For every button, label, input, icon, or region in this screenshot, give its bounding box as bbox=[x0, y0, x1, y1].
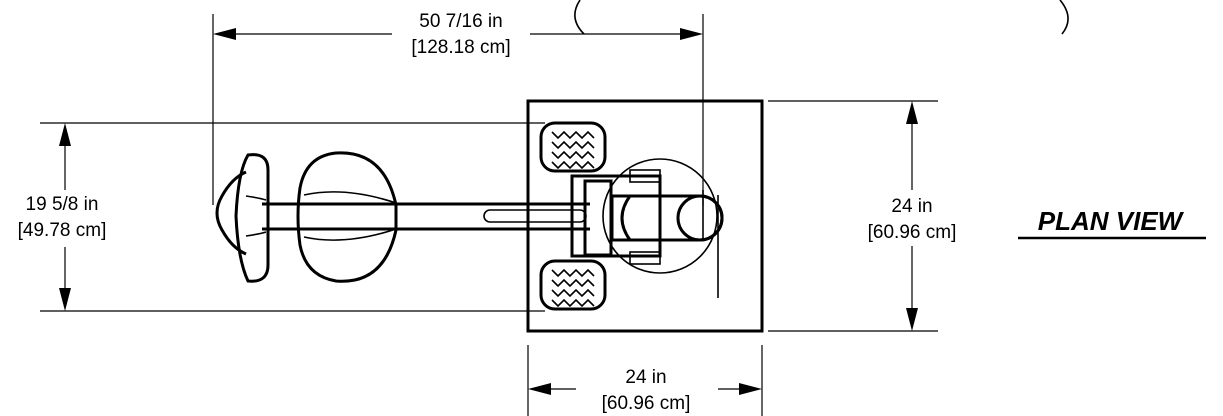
rail-beam bbox=[262, 202, 590, 231]
base-plate bbox=[526, 99, 764, 333]
arrowhead-right bbox=[680, 28, 703, 40]
overall-length-metric: [128.18 cm] bbox=[411, 37, 510, 58]
arrowhead-left bbox=[528, 383, 551, 395]
arrowhead-left bbox=[213, 28, 236, 40]
base-depth-dimension: 24 in [60.96 cm] bbox=[768, 100, 957, 332]
equipment-outline bbox=[215, 99, 764, 333]
seat bbox=[296, 151, 398, 283]
view-title: PLAN VIEW bbox=[1018, 206, 1206, 240]
base-depth-metric: [60.96 cm] bbox=[868, 222, 957, 243]
overall-length-dimension: 50 7/16 in [128.18 cm] bbox=[212, 11, 704, 205]
arrowhead-top bbox=[906, 101, 918, 124]
arrowhead-top bbox=[59, 123, 71, 146]
plan-view-title: PLAN VIEW bbox=[1038, 206, 1185, 236]
base-width-dimension: 24 in [60.96 cm] bbox=[527, 345, 763, 416]
base-width-metric: [60.96 cm] bbox=[602, 393, 691, 414]
foot-plate-top bbox=[539, 121, 607, 173]
base-width-imperial: 24 in bbox=[625, 367, 666, 388]
foot-plate-bottom bbox=[539, 259, 607, 311]
seat-width-metric: [49.78 cm] bbox=[18, 220, 107, 241]
arrowhead-right bbox=[739, 383, 762, 395]
back-pad bbox=[215, 153, 270, 283]
motor-assembly bbox=[570, 158, 724, 298]
seat-width-imperial: 19 5/8 in bbox=[26, 194, 99, 215]
overall-length-imperial: 50 7/16 in bbox=[419, 11, 502, 32]
cropped-header-marks bbox=[574, 0, 1069, 35]
arrowhead-bottom bbox=[59, 288, 71, 311]
seat-width-dimension: 19 5/8 in [49.78 cm] bbox=[18, 122, 545, 312]
base-depth-imperial: 24 in bbox=[891, 196, 932, 217]
arrowhead-bottom bbox=[906, 308, 918, 331]
